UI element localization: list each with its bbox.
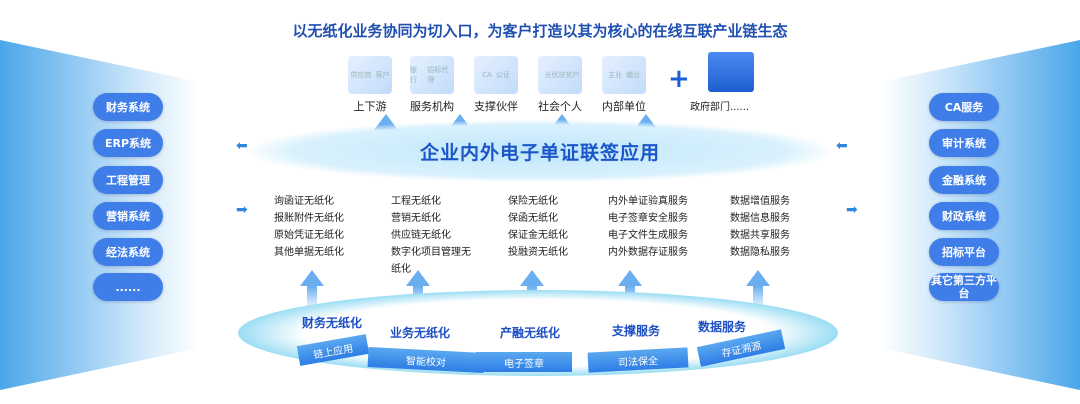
center-band [250,120,830,182]
ring-label: 业务无纸化 [390,326,451,340]
ring-label: 产融无纸化 [500,326,561,340]
feature-item: 保证金无纸化 [508,230,568,241]
ring-label: 支撑服务 [612,324,661,338]
plus-icon: + [668,64,690,94]
feature-item: 工程无纸化 [391,196,441,207]
feature-list: 询函证无纸化报账附件无纸化原始凭证无纸化其他单据无纸化 [274,193,384,261]
right-system-button[interactable]: CA服务 [929,93,999,121]
arrow-right-icon: ➡ [846,202,858,218]
left-system-button[interactable]: 营销系统 [93,202,163,230]
feature-item: 报账附件无纸化 [274,213,344,224]
feature-item: 投融资无纸化 [508,247,568,258]
feature-item: 保险无纸化 [508,196,558,207]
entity-label: 内部单位 [602,100,646,113]
feature-item: 数字化项目管理无纸化 [391,247,471,275]
left-system-button[interactable]: 经法系统 [93,238,163,266]
feature-item: 供应链无纸化 [391,230,451,241]
arrow-up-icon [300,270,324,308]
building-icon [708,52,754,92]
right-system-button[interactable]: 其它第三方平台 [929,273,999,301]
left-system-button[interactable]: ERP系统 [93,129,163,157]
ring-segment: 电子签章 [476,352,572,372]
entity-label: 支撑伙伴 [474,100,518,113]
right-system-button[interactable]: 审计系统 [929,129,999,157]
entity-label: 社会个人 [538,100,582,113]
feature-list: 数据增值服务数据信息服务数据共享服务数据隐私服务 [730,193,840,261]
feature-item: 电子签章安全服务 [608,213,688,224]
center-title: 企业内外电子单证联签应用 [419,142,660,164]
ring-label: 财务无纸化 [302,316,363,330]
page-title: 以无纸化业务协同为切入口，为客户打造以其为核心的在线互联产业链生态 [292,22,788,40]
feature-item: 原始凭证无纸化 [274,230,344,241]
arrow-left-icon: ⬅ [236,138,248,154]
feature-item: 询函证无纸化 [274,196,334,207]
right-system-button[interactable]: 招标平台 [929,238,999,266]
feature-list: 保险无纸化保函无纸化保证金无纸化投融资无纸化 [508,193,618,261]
feature-item: 营销无纸化 [391,213,441,224]
entity-cube-icon: 银行招标代理 [410,56,454,94]
feature-item: 数据共享服务 [730,230,790,241]
left-system-button[interactable]: 工程管理 [93,166,163,194]
feature-item: 数据隐私服务 [730,247,790,258]
arrow-up-icon [746,270,770,308]
entity-label: 服务机构 [410,100,454,113]
gov-label: 政府部门...... [690,102,750,113]
entity-label: 上下游 [353,100,387,113]
feature-item: 电子文件生成服务 [608,230,688,241]
left-system-button[interactable]: ...... [93,273,163,301]
feature-list: 内外单证验真服务电子签章安全服务电子文件生成服务内外数据存证服务 [608,193,718,261]
ring-label: 数据服务 [698,320,747,334]
right-system-button[interactable]: 财政系统 [929,202,999,230]
right-system-button[interactable]: 金融系统 [929,166,999,194]
feature-list: 工程无纸化营销无纸化供应链无纸化数字化项目管理无纸化 [391,193,471,278]
left-system-button[interactable]: 财务系统 [93,93,163,121]
feature-item: 内外单证验真服务 [608,196,688,207]
entity-cube-icon: 光伏扶贫户 [538,56,582,94]
feature-item: 内外数据存证服务 [608,247,688,258]
feature-item: 保函无纸化 [508,213,558,224]
feature-item: 数据增值服务 [730,196,790,207]
entity-cube-icon: 供应商客户 [348,56,392,94]
feature-item: 其他单据无纸化 [274,247,344,258]
feature-item: 数据信息服务 [730,213,790,224]
entity-cube-icon: 主业辅业 [602,56,646,94]
arrow-left-icon: ⬅ [836,138,848,154]
arrow-right-icon: ➡ [236,202,248,218]
